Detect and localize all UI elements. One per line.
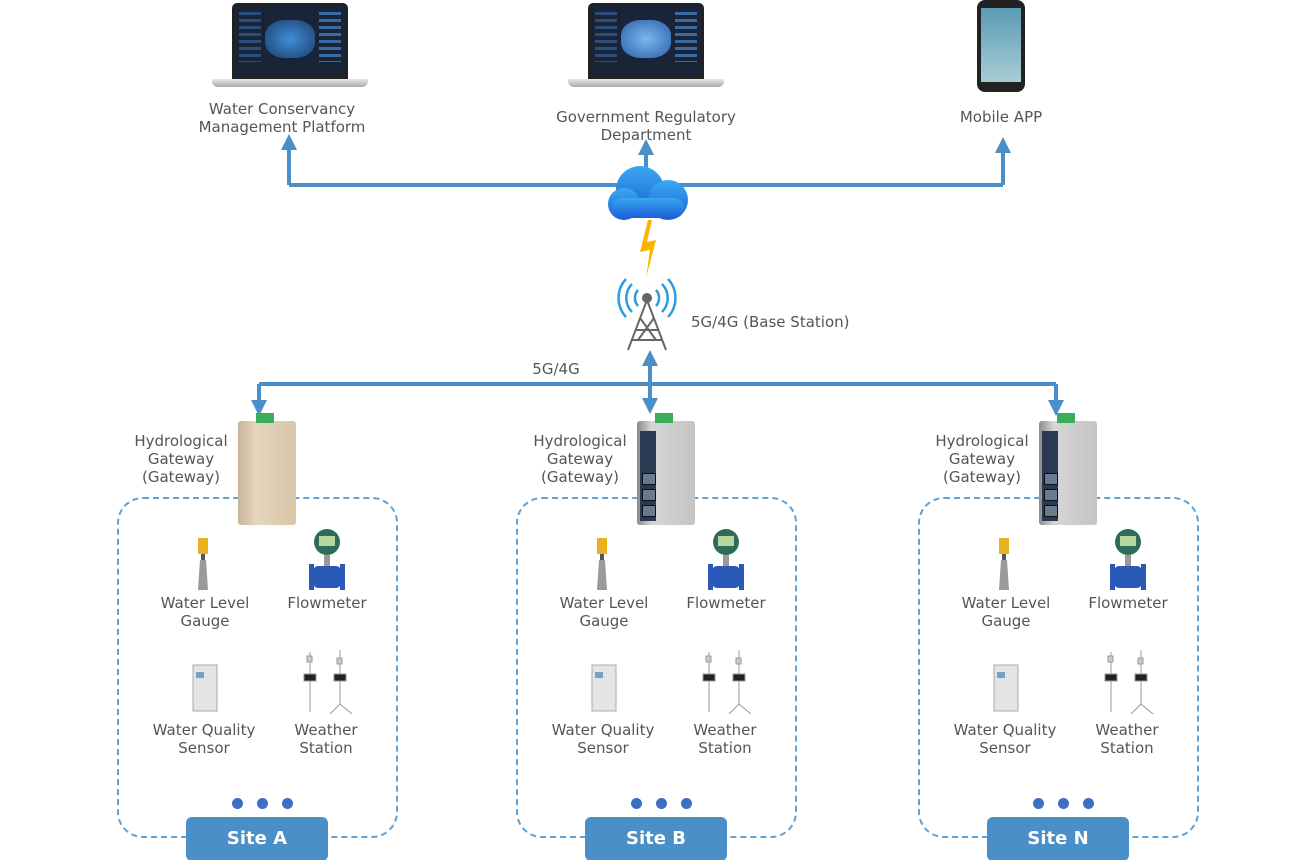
more-devices-dot <box>1033 798 1044 809</box>
more-devices-dot <box>631 798 642 809</box>
more-devices-dot <box>257 798 268 809</box>
flowmeter-icon <box>708 529 744 590</box>
water-quality-sensor-icon <box>993 664 1019 712</box>
mobile-app-label: Mobile APP <box>959 108 1043 126</box>
water-quality-sensor-label: Water Quality Sensor <box>953 721 1057 757</box>
site-group-site-b: Hydrological Gateway (Gateway) Water Lev… <box>399 0 797 860</box>
more-devices-dot <box>681 798 692 809</box>
weather-station-label: Weather Station <box>1095 721 1159 757</box>
government-label: Government Regulatory Department <box>556 108 736 144</box>
water-level-gauge-icon <box>597 538 607 590</box>
water-quality-sensor-icon <box>192 664 218 712</box>
weather-station-label: Weather Station <box>693 721 757 757</box>
water-level-gauge-icon <box>999 538 1009 590</box>
water-level-gauge-label: Water Level Gauge <box>559 594 649 630</box>
site-group-site-n: Hydrological Gateway (Gateway) Water Lev… <box>801 0 1199 860</box>
cloud-icon <box>608 166 688 220</box>
flowmeter-label: Flowmeter <box>287 594 367 612</box>
platform-laptop-image <box>212 3 368 87</box>
gateway-label: Hydrological Gateway (Gateway) <box>935 432 1029 486</box>
base-station-label: 5G/4G (Base Station) <box>691 313 850 331</box>
more-devices-dot <box>232 798 243 809</box>
more-devices-dot <box>282 798 293 809</box>
gateway-device-image <box>1039 413 1097 525</box>
site-button[interactable]: Site B <box>585 817 727 860</box>
gateway-label: Hydrological Gateway (Gateway) <box>134 432 228 486</box>
weather-station-icon <box>702 650 752 714</box>
more-devices-dot <box>1058 798 1069 809</box>
weather-station-icon <box>303 650 353 714</box>
site-button[interactable]: Site A <box>186 817 328 860</box>
water-quality-sensor-label: Water Quality Sensor <box>152 721 256 757</box>
platform-label: Water Conservancy Management Platform <box>198 100 366 136</box>
government-laptop-image <box>568 3 724 87</box>
site-button[interactable]: Site N <box>987 817 1129 860</box>
weather-station-icon <box>1104 650 1154 714</box>
flowmeter-icon <box>309 529 345 590</box>
link-label: 5G/4G <box>532 360 580 378</box>
more-devices-dot <box>1083 798 1094 809</box>
flowmeter-icon <box>1110 529 1146 590</box>
water-level-gauge-label: Water Level Gauge <box>160 594 250 630</box>
more-devices-dot <box>656 798 667 809</box>
gateway-device-image <box>637 413 695 525</box>
gateway-device-image <box>238 413 296 525</box>
base-station-tower-icon <box>617 278 677 351</box>
water-level-gauge-label: Water Level Gauge <box>961 594 1051 630</box>
site-group-site-a: Hydrological Gateway (Gateway) Water Lev… <box>0 0 398 860</box>
flowmeter-label: Flowmeter <box>686 594 766 612</box>
flowmeter-label: Flowmeter <box>1088 594 1168 612</box>
gateway-label: Hydrological Gateway (Gateway) <box>533 432 627 486</box>
water-quality-sensor-label: Water Quality Sensor <box>551 721 655 757</box>
weather-station-label: Weather Station <box>294 721 358 757</box>
lightning-icon <box>640 220 656 278</box>
water-quality-sensor-icon <box>591 664 617 712</box>
water-level-gauge-icon <box>198 538 208 590</box>
mobile-phone-image <box>977 0 1025 92</box>
